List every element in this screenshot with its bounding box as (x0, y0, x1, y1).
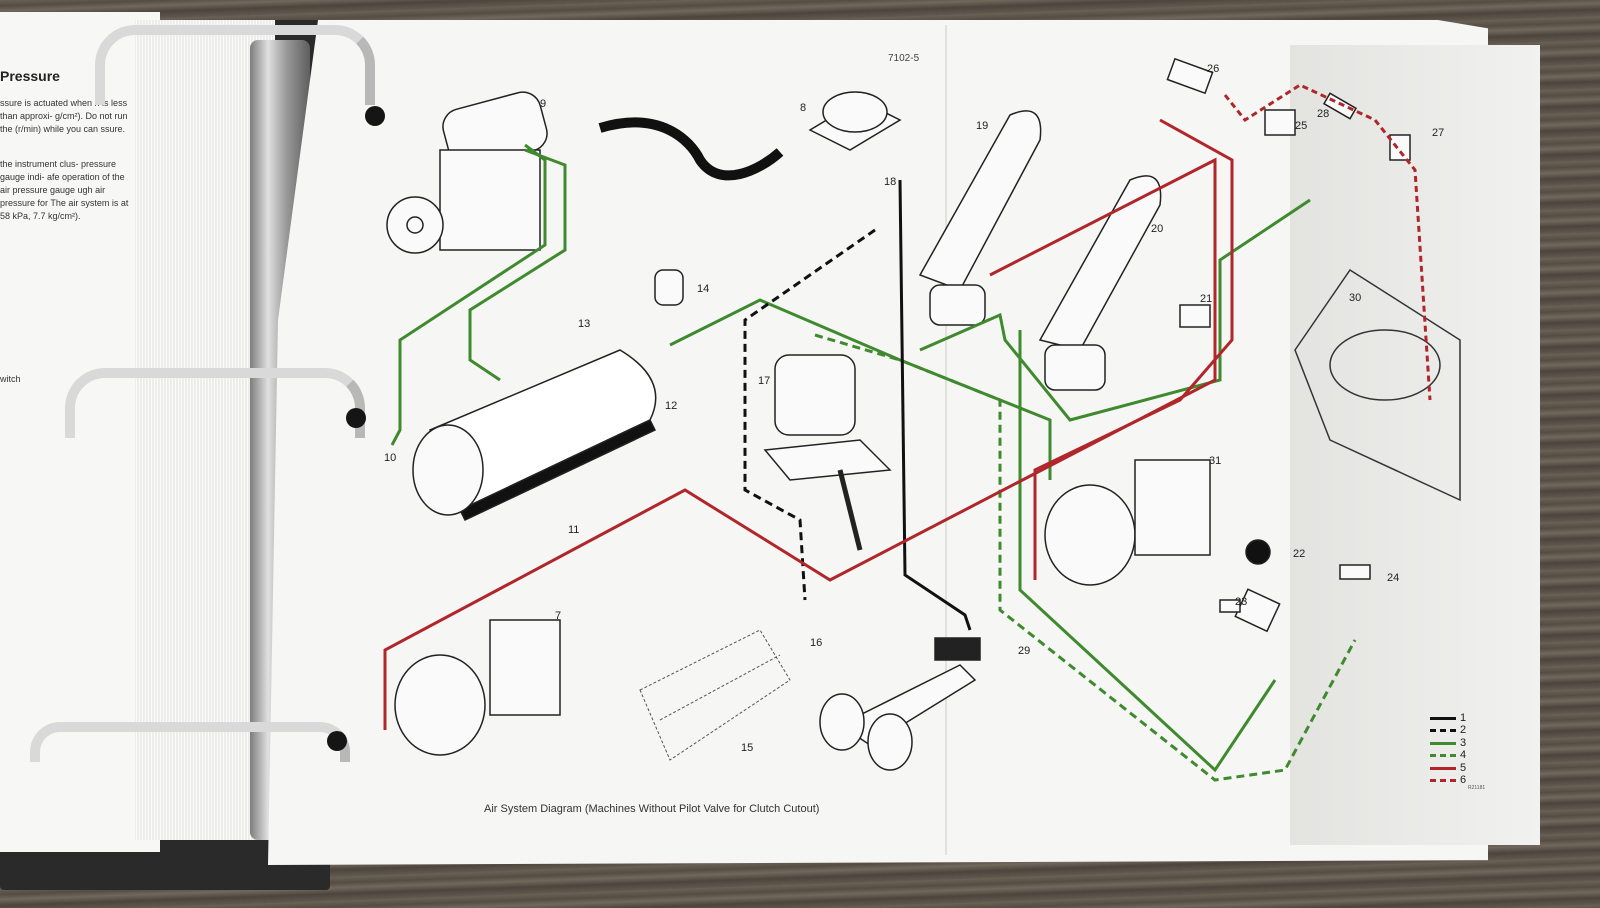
fuel-tank-30 (1294, 268, 1461, 502)
component-label-15: 15 (741, 742, 754, 754)
line-type-3 (919, 198, 1311, 422)
legend-number: 1 (1460, 711, 1467, 724)
component-label-14: 14 (697, 283, 710, 295)
legend-line-swatch (1430, 766, 1456, 770)
legend-number: 3 (1460, 736, 1467, 749)
legend-item-6: 6 (1430, 775, 1466, 788)
compressor-9 (386, 91, 548, 254)
left-page-fragment: witch (0, 374, 21, 384)
air-actuator-7 (394, 619, 561, 756)
legend-line-swatch (1430, 716, 1456, 720)
drawing-code: R21181 (1468, 785, 1486, 791)
legend-item-4: 4 (1430, 750, 1466, 763)
component-label-16: 16 (810, 637, 823, 649)
left-page-paragraph-1: ssure is actuated when n is less than ap… (0, 98, 128, 134)
filter-14 (654, 269, 684, 306)
left-page-heading: Pressure (0, 68, 60, 84)
line-type-5 (383, 157, 1217, 730)
component-label-29: 29 (1018, 645, 1031, 657)
legend-item-1: 1 (1430, 712, 1466, 725)
component-label-26: 26 (1207, 63, 1220, 75)
component-label-25: 25 (1295, 120, 1308, 132)
component-label-12: 12 (665, 400, 678, 412)
binder-ring-middle (65, 368, 365, 438)
legend-line-swatch (1430, 754, 1456, 758)
transmission-15 (639, 629, 791, 761)
page-reference: 7102-5 (888, 53, 920, 64)
line-type-3 (390, 143, 547, 446)
component-label-7: 7 (555, 610, 562, 622)
line-type-1 (898, 179, 972, 631)
legend-number: 5 (1460, 761, 1467, 774)
component-label-31: 31 (1209, 455, 1222, 467)
line-type-3 (1018, 330, 1277, 773)
air-tank-12 (412, 349, 657, 521)
binder-ring-top (95, 25, 375, 105)
component-label-17: 17 (758, 375, 771, 387)
left-page-text: Pressure ssure is actuated when n is les… (0, 68, 130, 408)
clutch-cylinder-17 (763, 354, 892, 551)
air-pressure-gauge-8 (808, 91, 902, 151)
component-label-20: 20 (1151, 223, 1164, 235)
component-label-10: 10 (384, 452, 397, 464)
air-horn-29 (819, 637, 981, 771)
air-actuator-31 (1044, 459, 1211, 586)
component-label-22: 22 (1293, 548, 1306, 560)
legend-number: 4 (1460, 749, 1467, 762)
component-label-28: 28 (1317, 108, 1330, 120)
component-label-27: 27 (1432, 127, 1445, 139)
diagram-caption: Air System Diagram (Machines Without Pil… (484, 803, 820, 815)
brake-pedal-20 (1038, 175, 1162, 391)
legend-item-2: 2 (1430, 725, 1466, 738)
punch-hole (327, 731, 347, 751)
line-type-3 (468, 148, 567, 382)
line-type-6 (1223, 83, 1432, 401)
line-type-2 (743, 228, 876, 601)
component-label-9: 9 (540, 98, 547, 110)
line-type-5 (1033, 118, 1234, 580)
component-label-21: 21 (1200, 293, 1213, 305)
punch-hole (346, 408, 366, 428)
legend-line-swatch (1430, 779, 1456, 783)
brake-pedal-19 (918, 110, 1042, 326)
component-label-11: 11 (568, 524, 580, 536)
page-fold (945, 25, 947, 855)
component-label-8: 8 (800, 102, 807, 114)
component-label-30: 30 (1349, 292, 1362, 304)
legend-line-swatch (1430, 741, 1456, 745)
left-page-paragraph-2: the instrument clus- pressure gauge indi… (0, 159, 129, 221)
legend-line-swatch (1430, 729, 1456, 733)
component-label-19: 19 (976, 120, 989, 132)
legend-item-5: 5 (1430, 762, 1466, 775)
punch-hole (365, 106, 385, 126)
legend-number: 6 (1460, 774, 1467, 787)
line-type-3 (669, 298, 1052, 480)
rubber-hose (598, 117, 784, 181)
fittings (1166, 57, 1411, 633)
legend-item-3: 3 (1430, 737, 1466, 750)
binder-ring-bottom (30, 722, 350, 762)
component-label-13: 13 (578, 318, 591, 330)
component-label-24: 24 (1387, 572, 1400, 584)
legend-number: 2 (1460, 724, 1467, 737)
component-label-18: 18 (884, 176, 897, 188)
component-label-23: 23 (1235, 596, 1248, 608)
line-type-4 (814, 333, 1357, 782)
